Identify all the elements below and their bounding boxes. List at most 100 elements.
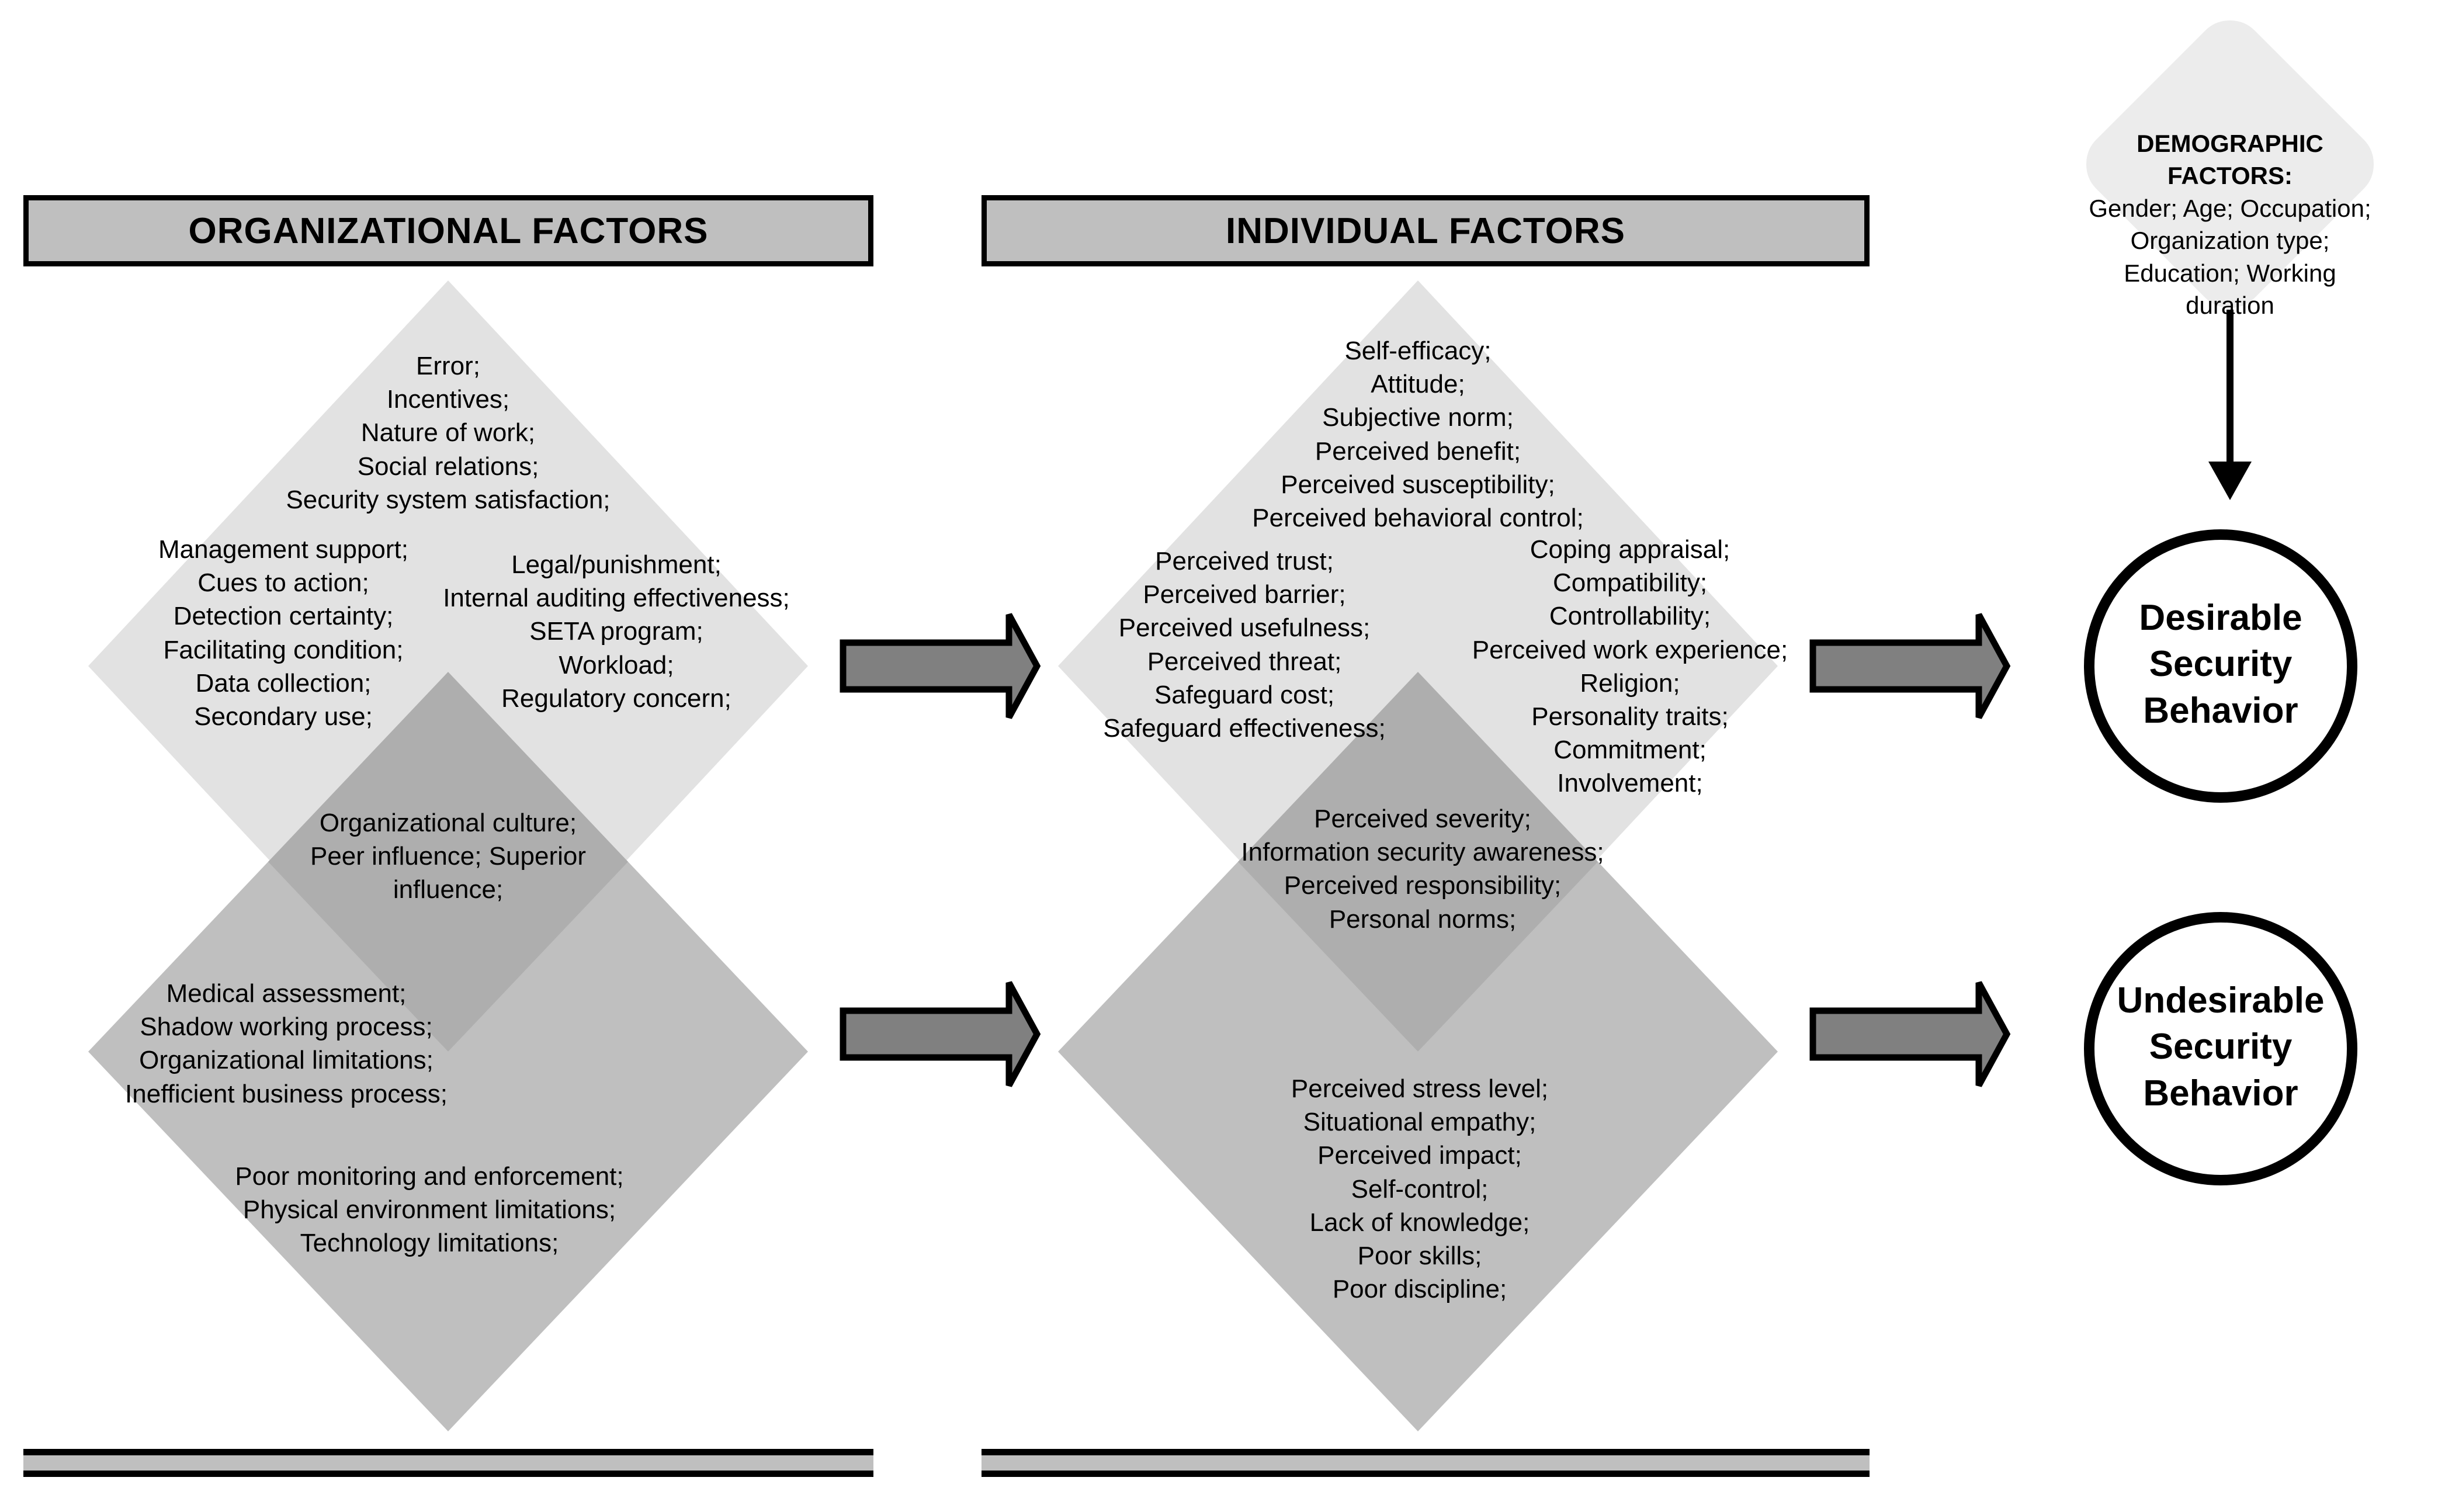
list-item: Safeguard cost;	[1154, 680, 1335, 709]
list-item: Religion;	[1580, 668, 1680, 698]
list-item: duration	[2186, 292, 2274, 320]
list-item: Workload;	[559, 650, 674, 679]
desirable-behavior-circle[interactable]	[2084, 529, 2357, 803]
list-item: Error;	[416, 352, 480, 380]
list-item: Shadow working process;	[140, 1012, 433, 1042]
list-item: Perceived stress level;	[1291, 1074, 1549, 1103]
list-item: Self-efficacy;	[1344, 337, 1492, 365]
demographic-heading-line1: DEMOGRAPHIC	[2137, 130, 2323, 157]
list-item: Poor skills;	[1357, 1241, 1482, 1270]
list-item: Commitment;	[1553, 736, 1707, 765]
ind-overlap-region	[1238, 672, 1598, 1052]
list-item: Perceived usefulness;	[1118, 613, 1371, 643]
list-item: Perceived barrier;	[1143, 580, 1346, 609]
demographic-to-desirable-arrow	[2208, 310, 2252, 500]
org-overlap-list: Organizational culture; Peer influence; …	[261, 806, 635, 907]
list-item: Organizational limitations;	[139, 1046, 433, 1075]
ind-upper-left-list: Perceived trust; Perceived barrier; Perc…	[1063, 545, 1426, 745]
list-item: Safeguard effectiveness;	[1103, 713, 1386, 743]
list-item: Perceived susceptibility;	[1281, 470, 1555, 499]
list-item: Information security awareness;	[1241, 838, 1604, 867]
label-line: Security	[2149, 644, 2293, 685]
list-item: Peer influence; Superior	[310, 842, 587, 871]
undesirable-behavior-label: Undesirable Security Behavior	[2075, 977, 2367, 1116]
list-item: Perceived severity;	[1314, 804, 1531, 833]
org-lower-bottom-list: Poor monitoring and enforcement; Physica…	[216, 1160, 643, 1260]
list-item: Education; Working	[2124, 259, 2336, 287]
undesirable-behavior-circle[interactable]	[2084, 912, 2357, 1185]
list-item: Gender; Age; Occupation;	[2089, 194, 2371, 222]
desirable-behavior-label: Desirable Security Behavior	[2075, 595, 2367, 734]
list-item: Perceived benefit;	[1315, 436, 1521, 466]
list-item: Perceived trust;	[1155, 547, 1334, 575]
list-item: Legal/punishment;	[511, 550, 722, 579]
list-item: Coping appraisal;	[1530, 535, 1730, 564]
ind-overlap-list: Perceived severity; Information security…	[1195, 802, 1650, 936]
list-item: Compatibility;	[1552, 568, 1708, 598]
ind-lower-bottom-list: Perceived stress level; Situational empa…	[1239, 1072, 1601, 1306]
list-item: Perceived work experience;	[1472, 635, 1788, 664]
list-item: Perceived threat;	[1147, 647, 1342, 676]
list-item: Medical assessment;	[166, 979, 407, 1008]
list-item: Self-control;	[1351, 1174, 1489, 1204]
list-item: Inefficient business process;	[125, 1079, 448, 1108]
label-line: Behavior	[2143, 690, 2298, 731]
list-item: Lack of knowledge;	[1309, 1208, 1530, 1237]
org-overlap-region	[268, 672, 628, 1052]
list-item: Security system satisfaction;	[286, 485, 611, 514]
list-item: Technology limitations;	[300, 1229, 559, 1258]
list-item: Involvement;	[1557, 769, 1703, 798]
org-upper-left-list: Management support; Cues to action; Dete…	[126, 533, 441, 733]
list-item: Poor discipline;	[1332, 1275, 1507, 1304]
label-line: Desirable	[2139, 598, 2302, 638]
label-line: Behavior	[2143, 1073, 2298, 1114]
list-item: Situational empathy;	[1303, 1108, 1537, 1137]
list-item: Regulatory concern;	[501, 684, 731, 713]
list-item: Personality traits;	[1531, 702, 1729, 731]
list-item: Secondary use;	[194, 702, 373, 731]
list-item: Data collection;	[195, 668, 372, 698]
demographic-heading-line2: FACTORS:	[2167, 162, 2293, 190]
list-item: Physical environment limitations;	[242, 1195, 616, 1225]
org-upper-right-list: Legal/punishment; Internal auditing effe…	[435, 548, 797, 715]
list-item: Subjective norm;	[1322, 403, 1514, 432]
demographic-diamond	[2086, 20, 2374, 308]
header-individual-label: INDIVIDUAL FACTORS	[1226, 210, 1625, 251]
list-item: Organizational culture;	[319, 809, 577, 837]
arrow-org-to-ind-upper[interactable]	[840, 613, 1041, 719]
list-item: Perceived impact;	[1317, 1141, 1522, 1170]
arrow-ind-to-desirable[interactable]	[1809, 613, 2011, 719]
list-item: Cues to action;	[197, 568, 369, 598]
list-item: Attitude;	[1371, 370, 1465, 399]
list-item: Personal norms;	[1329, 904, 1517, 934]
list-item: Management support;	[158, 535, 409, 564]
list-item: Facilitating condition;	[163, 635, 404, 664]
header-individual-factors: INDIVIDUAL FACTORS	[982, 195, 1870, 266]
list-item: Perceived responsibility;	[1284, 871, 1562, 900]
ind-upper-right-list: Coping appraisal; Compatibility; Control…	[1431, 533, 1829, 800]
list-item: Poor monitoring and enforcement;	[235, 1162, 624, 1191]
org-upper-diamond	[88, 280, 808, 1052]
list-item: influence;	[393, 875, 504, 904]
header-organizational-factors: ORGANIZATIONAL FACTORS	[23, 195, 873, 266]
label-line: Security	[2149, 1027, 2293, 1067]
label-line: Undesirable	[2117, 980, 2325, 1021]
arrow-ind-to-undesirable[interactable]	[1809, 981, 2011, 1087]
list-item: SETA program;	[529, 617, 703, 646]
list-item: Incentives;	[386, 385, 510, 414]
arrow-org-to-ind-lower[interactable]	[840, 981, 1041, 1087]
demographic-factors-text: DEMOGRAPHIC FACTORS: Gender; Age; Occupa…	[2037, 127, 2423, 322]
list-item: Controllability;	[1549, 602, 1711, 631]
list-item: Detection certainty;	[173, 602, 394, 631]
footer-bar-organizational	[23, 1449, 873, 1477]
list-item: Perceived behavioral control;	[1252, 503, 1584, 532]
list-item: Nature of work;	[360, 418, 536, 448]
ind-upper-diamond	[1058, 280, 1778, 1052]
list-item: Internal auditing effectiveness;	[443, 584, 790, 613]
list-item: Social relations;	[357, 452, 539, 481]
ind-upper-top-list: Self-efficacy; Attitude; Subjective norm…	[1126, 334, 1710, 535]
org-lower-upper-list: Medical assessment; Shadow working proce…	[105, 977, 467, 1111]
org-upper-top-list: Error; Incentives; Nature of work; Socia…	[156, 349, 740, 516]
